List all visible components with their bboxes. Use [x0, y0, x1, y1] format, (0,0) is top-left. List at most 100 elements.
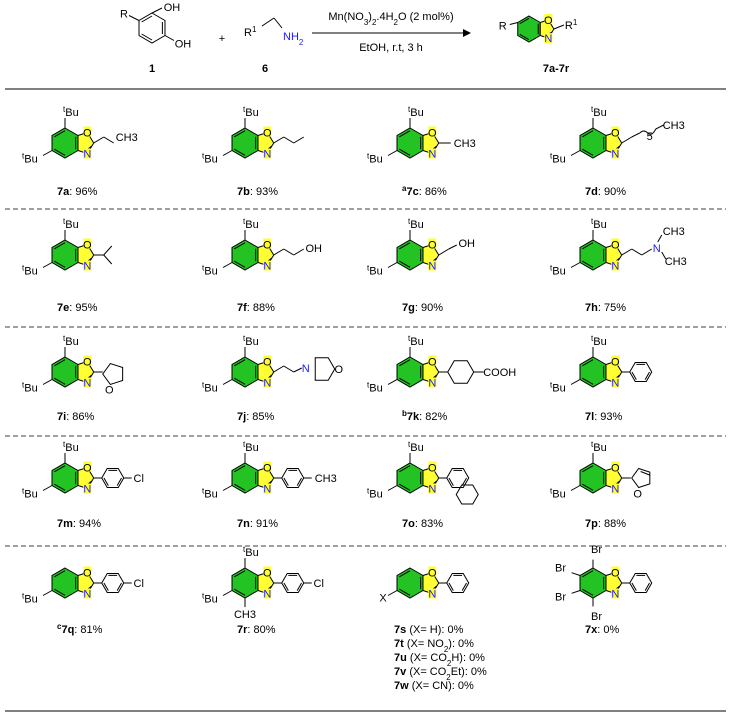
- aromatic-bond: [399, 483, 411, 491]
- nitrogen-label: N: [428, 149, 436, 161]
- aromatic-bond: [234, 377, 246, 385]
- label-bg: [611, 566, 620, 577]
- oxygen-label: O: [428, 240, 437, 252]
- oxygen-label: O: [83, 128, 92, 140]
- tbu-bond: [222, 485, 233, 491]
- substituent-bond: [448, 244, 457, 250]
- tbu-bond: [42, 485, 53, 491]
- tbu-left-label: tBu: [202, 591, 218, 606]
- label-bg: [428, 566, 437, 577]
- tbu-bond: [570, 150, 581, 156]
- amine-nh2: NH2: [283, 31, 304, 47]
- aromatic-bond: [283, 477, 289, 486]
- compound-label-7g: 7g: 90%: [402, 302, 443, 314]
- label-bg: [544, 13, 553, 24]
- aromatic-bond: [519, 33, 530, 41]
- tbu-top-label: tBu: [63, 217, 79, 232]
- label-bg: [83, 238, 92, 249]
- tbu-bond: [570, 262, 581, 268]
- tbu-bond: [42, 590, 53, 596]
- bromo-label-0: Br: [591, 544, 602, 556]
- benzene-ring: [231, 239, 259, 271]
- benzene-ring: [579, 239, 607, 271]
- ch3-label: CH3: [663, 226, 685, 238]
- tbu-top-label: tBu: [591, 105, 607, 120]
- substituent-bond: [103, 136, 114, 144]
- benzene-ring: [396, 356, 424, 388]
- tbu-left-label: tBu: [550, 486, 566, 501]
- dimethylamino-n: N: [653, 243, 661, 255]
- label-bg: [83, 148, 92, 159]
- label-bg: [611, 148, 620, 159]
- tbu-bond: [387, 485, 398, 491]
- benzoxazole-core: ON: [579, 566, 623, 601]
- label-bg: [428, 483, 437, 494]
- label-bg: [544, 33, 553, 44]
- oxygen-label: O: [83, 240, 92, 252]
- oxygen-label: O: [83, 463, 92, 475]
- tbu-left-label: tBu: [367, 263, 383, 278]
- label-bg: [611, 483, 620, 494]
- benzene-ring: [396, 462, 424, 494]
- aromatic-bond: [54, 570, 66, 578]
- thf-ring: [102, 362, 124, 386]
- compound-label-7v: 7v (X= CO2Et): 0%: [394, 666, 487, 682]
- aromatic-bond: [141, 15, 153, 23]
- benzene-ring: [231, 127, 259, 159]
- carboxyl-label: COOH: [483, 367, 516, 379]
- oxygen-label: O: [83, 357, 92, 369]
- compound-label-7u: 7u (X= CO2H): 0%: [394, 652, 485, 668]
- tbu-top-label: tBu: [63, 440, 79, 455]
- tbu-bond: [42, 150, 53, 156]
- oxygen-label: O: [428, 357, 437, 369]
- compound-label-7x: 7x: 0%: [585, 624, 619, 636]
- oxygen-label: O: [263, 568, 272, 580]
- tbu-bond: [42, 379, 53, 385]
- nitrogen-label: N: [611, 589, 619, 601]
- furan-oxygen: O: [633, 489, 642, 501]
- aromatic-bond: [582, 570, 594, 578]
- aromatic-bond: [116, 477, 122, 486]
- benzene-ring: [51, 239, 79, 271]
- nitrogen-label: N: [83, 261, 91, 273]
- tbu-top-label: tBu: [408, 105, 424, 120]
- aromatic-bond: [582, 130, 594, 138]
- chloro-label: Cl: [314, 578, 324, 590]
- nitrogen-label: N: [611, 149, 619, 161]
- hydroxyl-label: OH: [458, 238, 475, 250]
- tbu-bond: [222, 262, 233, 268]
- compound-label-7p: 7p: 88%: [585, 518, 626, 530]
- product-7s: ONX: [379, 566, 470, 605]
- aromatic-bond: [519, 17, 530, 25]
- benzene-ring: [51, 462, 79, 494]
- nitrogen-label: N: [611, 378, 619, 390]
- aromatic-bond: [448, 582, 454, 591]
- nitrogen-label: N: [611, 261, 619, 273]
- r-group: R: [499, 21, 507, 33]
- tbu-bond: [222, 150, 233, 156]
- nitrogen-label: N: [428, 378, 436, 390]
- aromatic-bond: [399, 570, 411, 578]
- tbu-top-label: tBu: [408, 217, 424, 232]
- phenyl-hexagon: [446, 572, 470, 594]
- aromatic-bond: [461, 477, 467, 486]
- substituent-bond: [293, 248, 304, 256]
- nitrogen-label: N: [83, 484, 91, 496]
- tbu-top-label: tBu: [243, 105, 259, 120]
- aromatic-bond: [296, 582, 302, 591]
- aromatic-bond: [582, 260, 594, 268]
- label-bg: [611, 377, 620, 388]
- compound-label-7a: 7a: 96%: [57, 186, 98, 198]
- aromatic-bond: [296, 477, 302, 486]
